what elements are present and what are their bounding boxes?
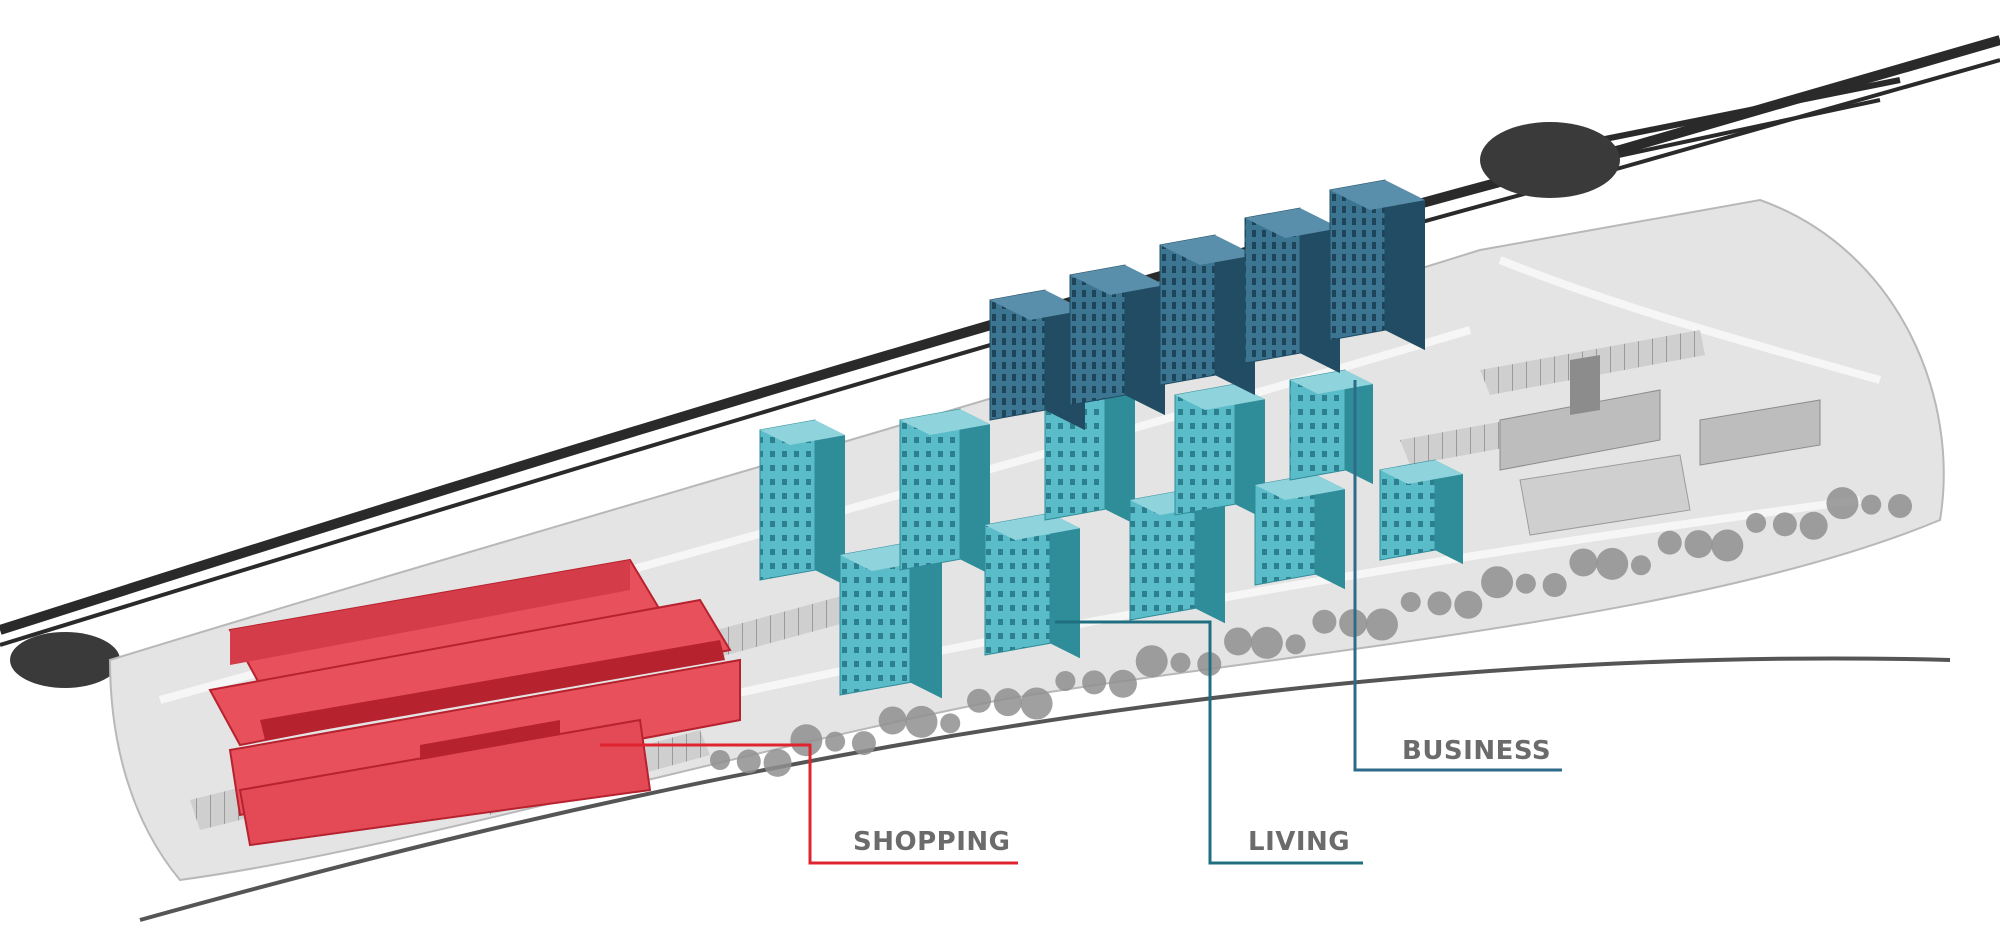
living-block xyxy=(1254,473,1345,590)
tree xyxy=(993,688,1022,717)
shopping-callout: SHOPPING xyxy=(600,743,1018,865)
business-leader-line xyxy=(1353,380,1562,772)
tree xyxy=(1711,529,1744,562)
business-callout: BUSINESS xyxy=(1353,380,1562,772)
business-tower xyxy=(1244,207,1340,374)
roundabout-east xyxy=(1480,122,1620,198)
living-block xyxy=(839,541,942,699)
tree xyxy=(736,749,761,774)
tree xyxy=(1684,530,1713,559)
business-tower xyxy=(1159,234,1255,396)
business-tower xyxy=(1329,179,1425,351)
annex-buildings xyxy=(1499,355,1821,536)
tree xyxy=(1285,634,1306,655)
living-block xyxy=(1289,369,1373,485)
tree xyxy=(1427,591,1452,616)
tree xyxy=(1454,590,1483,619)
southern-road xyxy=(139,656,1951,922)
tree xyxy=(1250,626,1283,659)
tree xyxy=(1365,608,1398,641)
roundabout-west xyxy=(10,632,120,688)
tree xyxy=(1312,609,1337,634)
tree xyxy=(763,748,792,777)
living-block xyxy=(984,512,1080,659)
tree xyxy=(710,750,730,770)
tree xyxy=(1542,573,1567,598)
tree xyxy=(1799,511,1828,540)
tree xyxy=(1746,512,1767,533)
tree xyxy=(1861,494,1882,515)
tree xyxy=(1657,530,1682,555)
tree xyxy=(1055,670,1076,691)
living-callout: LIVING xyxy=(1055,620,1363,865)
tree xyxy=(851,731,876,756)
tree xyxy=(1020,687,1053,720)
highway-ramp xyxy=(1599,77,1901,143)
tree xyxy=(1224,627,1253,656)
tree xyxy=(1135,645,1168,678)
tree xyxy=(1826,487,1859,520)
tree xyxy=(1108,669,1137,698)
shopping-complex xyxy=(208,558,741,847)
shopping-label: SHOPPING xyxy=(853,827,1010,857)
shopping-block-top-face xyxy=(230,560,630,665)
living-block xyxy=(899,408,990,575)
living-block xyxy=(1379,459,1463,565)
tree xyxy=(1630,555,1651,576)
shopping-block-mid-roof xyxy=(260,640,725,740)
tree xyxy=(1596,547,1629,580)
tree xyxy=(1481,566,1514,599)
highway-ramp-2 xyxy=(1599,98,1881,162)
tree xyxy=(940,713,961,734)
tree xyxy=(1888,494,1912,518)
tree xyxy=(1569,548,1598,577)
living-leader-line xyxy=(1055,620,1363,865)
shopping-block-front-roof xyxy=(420,720,560,760)
living-block xyxy=(1174,383,1265,520)
living-block xyxy=(759,419,845,586)
tree xyxy=(1170,652,1191,673)
living-label: LIVING xyxy=(1248,827,1350,857)
tree-belt xyxy=(710,487,1912,777)
tree xyxy=(1772,512,1797,537)
tree xyxy=(1082,670,1107,695)
tree xyxy=(1400,591,1421,612)
business-label: BUSINESS xyxy=(1402,736,1551,766)
tree xyxy=(790,724,823,757)
business-towers xyxy=(989,179,1425,431)
shopping-leader-line xyxy=(600,743,1018,865)
tree xyxy=(825,731,846,752)
tree xyxy=(878,706,907,735)
tree xyxy=(967,688,992,713)
tree xyxy=(1515,573,1536,594)
tree xyxy=(1339,609,1368,638)
tree xyxy=(905,705,938,738)
business-tower xyxy=(1069,264,1165,416)
